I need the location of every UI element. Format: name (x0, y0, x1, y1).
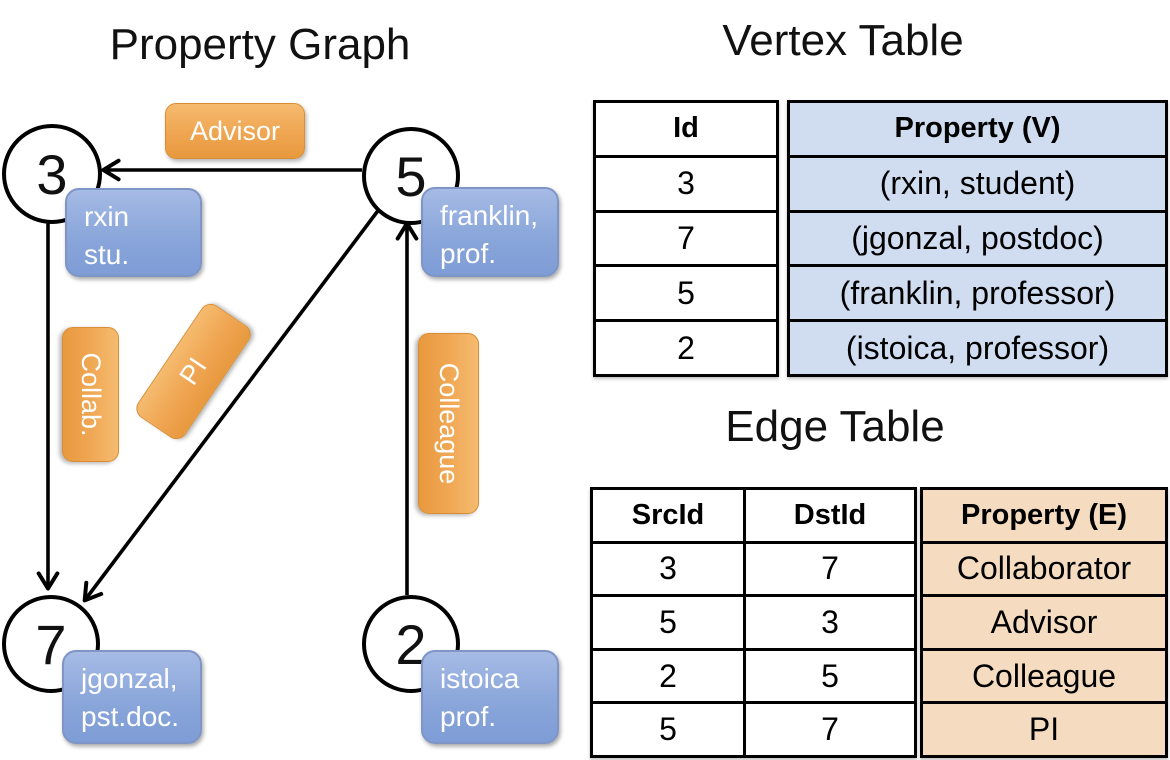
edge-table-srcid-header: SrcId (631, 498, 705, 531)
property-graph-title: Property Graph (109, 20, 411, 69)
vertex-table-property-cell: (franklin, professor) (790, 264, 1165, 319)
vertex-property-5-line2: prof. (440, 238, 497, 269)
vertex-property-box-3: rxin stu. (65, 188, 202, 277)
vertex-table-id-header: Id (673, 112, 699, 145)
vertex-property-2-line2: prof. (440, 701, 497, 732)
vertex-property-box-7: jgonzal, pst.doc. (62, 650, 202, 744)
vertex-table-id-cell: 2 (596, 319, 776, 374)
edge-table-property-header: Property (E) (961, 498, 1127, 531)
edge-table-dstid-header: DstId (743, 490, 914, 541)
edge-table-srcid-cell: 3 (659, 550, 677, 587)
vertex-property-3-line2: stu. (84, 239, 130, 270)
graph-edges-canvas (36, 158, 419, 603)
edge-table-dstid-cell: 7 (743, 704, 914, 755)
edge-table-srcid-cell: 5 (659, 711, 677, 748)
edge-table-title: Edge Table (725, 402, 945, 451)
edge-table-property-column: Property (E) Collaborator Advisor Collea… (920, 487, 1168, 758)
edge-table-header-row: SrcId DstId (593, 490, 914, 541)
edge-label-colleague: Colleague (418, 333, 479, 514)
edge-table-srcid-cell: 5 (659, 603, 677, 640)
vertex-property-3-line1: rxin (84, 201, 130, 232)
edge-table-property-cell: Advisor (923, 594, 1165, 648)
edge-label-collab: Collab. (62, 327, 119, 462)
vertex-property-box-5: franklin, prof. (421, 187, 559, 277)
edge-table-dstid-cell: 7 (743, 543, 914, 595)
edge-label-advisor: Advisor (165, 103, 305, 159)
edge-label-advisor-text: Advisor (189, 115, 281, 146)
edge-table-row: 5 3 (593, 594, 914, 648)
edge-table-dstid-cell: 3 (743, 597, 914, 648)
vertex-property-5-line1: franklin, (440, 200, 539, 231)
edge-table-dstid-cell: 5 (743, 650, 914, 702)
edge-table-property-cell: Colleague (923, 647, 1165, 702)
vertex-table-id-cell: 3 (596, 154, 776, 210)
edge-table-srcid-cell: 2 (659, 657, 677, 694)
vertex-table-title: Vertex Table (722, 16, 964, 65)
vertex-table-property-cell: (istoica, professor) (790, 319, 1165, 374)
edge-label-colleague-text: Colleague (434, 362, 464, 485)
edge-table-row: 2 5 (593, 647, 914, 702)
vertex-property-7-line1: jgonzal, (81, 663, 178, 694)
vertex-property-2-line1: istoica (440, 663, 520, 694)
vertex-table-property-header: Property (V) (894, 112, 1061, 145)
edge-table-row: 3 7 (593, 540, 914, 595)
graph-node-2: 2 (362, 595, 460, 693)
edge-table-id-columns: SrcId DstId 3 7 5 3 2 5 5 7 (590, 487, 917, 758)
vertex-table-id-cell: 7 (596, 209, 776, 265)
node-7-id: 7 (35, 612, 67, 676)
vertex-table-property-cell: (jgonzal, postdoc) (790, 209, 1165, 265)
graph-node-5: 5 (362, 127, 460, 225)
vertex-property-box-2: istoica prof. (421, 650, 559, 744)
node-3-id: 3 (36, 142, 68, 206)
edge-table-property-cell: PI (923, 701, 1165, 755)
edge-table-row: 5 7 (593, 701, 914, 755)
vertex-table-id-cell: 5 (596, 264, 776, 319)
edge-label-collab-text: Collab. (76, 352, 106, 437)
vertex-property-7-line2: pst.doc. (81, 701, 180, 732)
vertex-table-id-column: Id 3 7 5 2 (593, 100, 779, 377)
vertex-table-property-cell: (rxin, student) (790, 154, 1165, 210)
edge-table-property-cell: Collaborator (923, 540, 1165, 595)
edge-5-to-7-pi (82, 206, 382, 603)
vertex-table-property-column: Property (V) (rxin, student) (jgonzal, p… (787, 100, 1168, 377)
edge-label-pi-text: PI (173, 352, 213, 391)
